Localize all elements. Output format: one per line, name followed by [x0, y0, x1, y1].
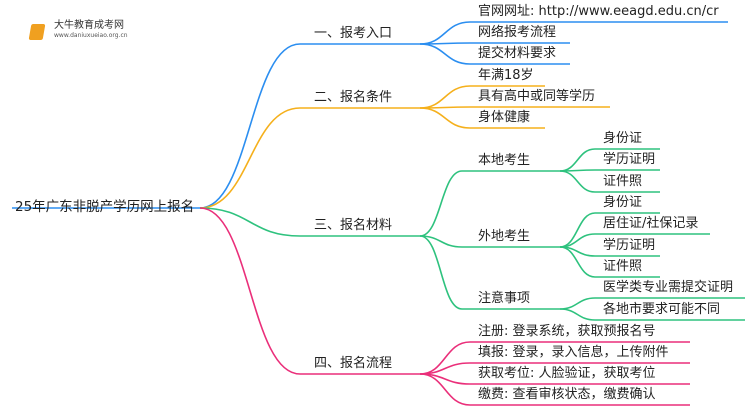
leaf-label: 证件照 [603, 259, 643, 274]
leaf-label: 各地市要求可能不同 [603, 302, 721, 317]
leaf-connector [559, 212, 596, 248]
leaf-label: 官网网址: http://www.eeagd.edu.cn/cr [478, 4, 719, 19]
sub-connector [419, 170, 463, 237]
leaf-connector [419, 85, 471, 109]
leaf-label: 网络报考流程 [478, 25, 557, 40]
leaf-connector [559, 297, 596, 310]
sub-connector [419, 235, 463, 310]
branch-label: 三、报名材料 [314, 218, 393, 233]
sub-label: 注意事项 [478, 291, 531, 306]
leaf-connector [419, 43, 471, 65]
leaf-label: 获取考位: 人脸验证，获取考位 [478, 366, 656, 381]
leaf-connector [559, 170, 596, 193]
branch-connector [199, 107, 301, 209]
leaf-connector [559, 246, 596, 278]
leaf-label: 缴费: 查看审核状态，缴费确认 [478, 387, 656, 402]
branch-label: 二、报名条件 [314, 90, 393, 105]
leaf-label: 居住证/社保记录 [603, 216, 699, 231]
leaf-label: 证件照 [603, 174, 643, 189]
leaf-connector [419, 107, 471, 129]
leaf-label: 身份证 [603, 131, 643, 146]
leaf-label: 填报: 登录，录入信息，上传附件 [478, 345, 669, 360]
leaf-label: 注册: 登录系统，获取预报名号 [478, 324, 656, 339]
sub-label: 本地考生 [478, 153, 531, 168]
leaf-label: 提交材料要求 [478, 46, 557, 61]
branch-label: 四、报名流程 [314, 356, 393, 371]
leaf-label: 医学类专业需提交证明 [603, 280, 734, 295]
branch-connector [199, 207, 301, 375]
branch-label: 一、报考入口 [314, 26, 393, 41]
leaf-label: 学历证明 [603, 238, 656, 253]
logo-title: 大牛教育成考网 [54, 20, 124, 31]
branch-connector [199, 207, 301, 237]
leaf-connector [559, 308, 596, 321]
logo-url: www.daniuxueiao.org.cn [54, 32, 128, 39]
leaf-label: 年满18岁 [478, 68, 534, 83]
sub-connector [419, 235, 463, 248]
leaf-connector [419, 373, 471, 406]
leaf-connector [559, 148, 596, 172]
sub-label: 外地考生 [478, 229, 531, 244]
root-node: 25年广东非脱产学历网上报名 [15, 199, 195, 215]
leaf-label: 具有高中或同等学历 [478, 89, 596, 104]
leaf-connector [419, 21, 471, 45]
branch-connector [199, 43, 301, 209]
leaf-label: 身份证 [603, 195, 643, 210]
leaf-label: 身体健康 [478, 110, 531, 125]
logo: 大牛教育成考网 www.daniuxueiao.org.cn [18, 16, 138, 46]
leaf-label: 学历证明 [603, 152, 656, 167]
